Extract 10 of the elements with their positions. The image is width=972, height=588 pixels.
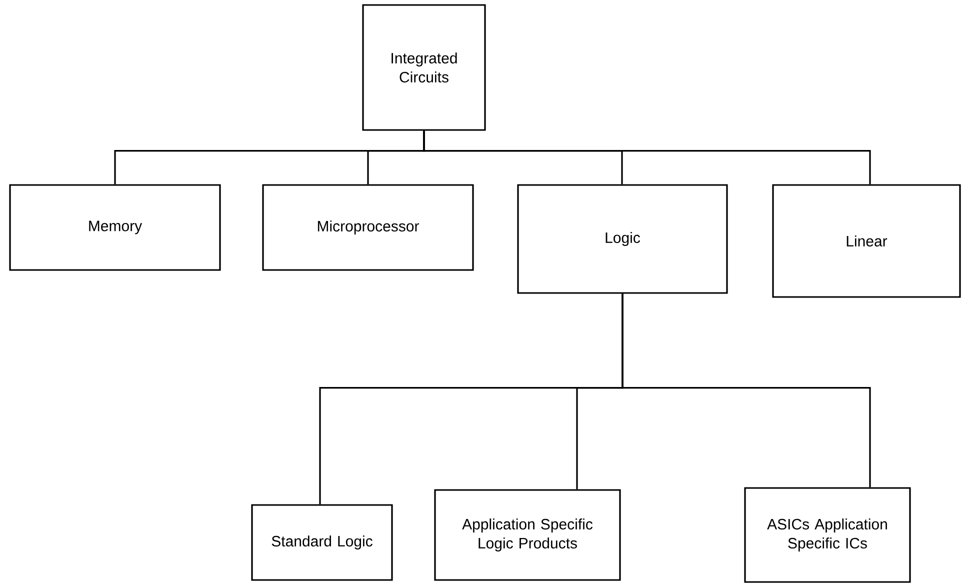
category-box: Logic bbox=[517, 184, 728, 294]
category-box: Standard Logic bbox=[251, 504, 393, 581]
category-box: Linear bbox=[772, 184, 961, 298]
category-box: Microprocessor bbox=[262, 184, 474, 271]
category-box: Application Specific Logic Products bbox=[434, 489, 621, 581]
connector-line bbox=[423, 130, 871, 184]
category-box: Integrated Circuits bbox=[362, 4, 486, 131]
category-box: ASICs Application Specific ICs bbox=[744, 487, 911, 583]
connector-line bbox=[622, 294, 871, 488]
category-box: Memory bbox=[9, 184, 221, 271]
